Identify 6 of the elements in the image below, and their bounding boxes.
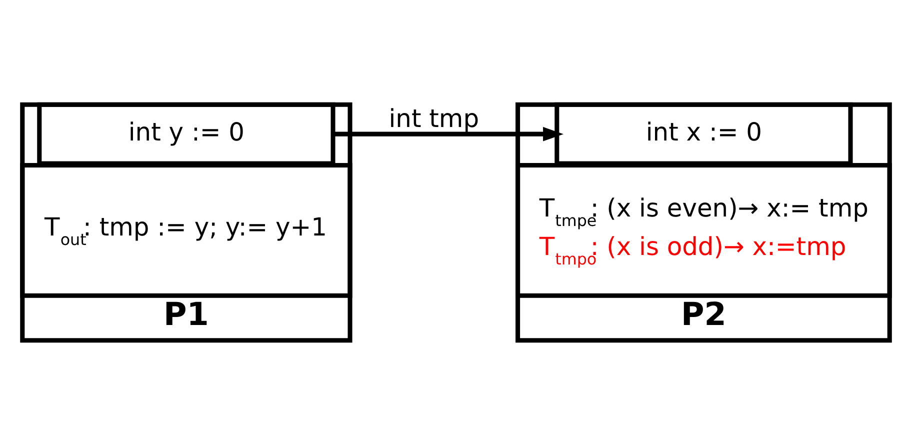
- node-box: int y := 0: [37, 102, 336, 166]
- node-box: T$_{out}$: tmp := y; y:= y+1: [20, 162, 352, 298]
- node-box: T$_{tmpe}$: (x is even)→ x:= tmp T$_{tmpo}$: (x is odd)→ x:=tmp: [516, 162, 892, 298]
- arrow: [333, 126, 564, 141]
- node-box: int x := 0: [554, 102, 853, 166]
- edge-label: int tmp: [388, 103, 480, 132]
